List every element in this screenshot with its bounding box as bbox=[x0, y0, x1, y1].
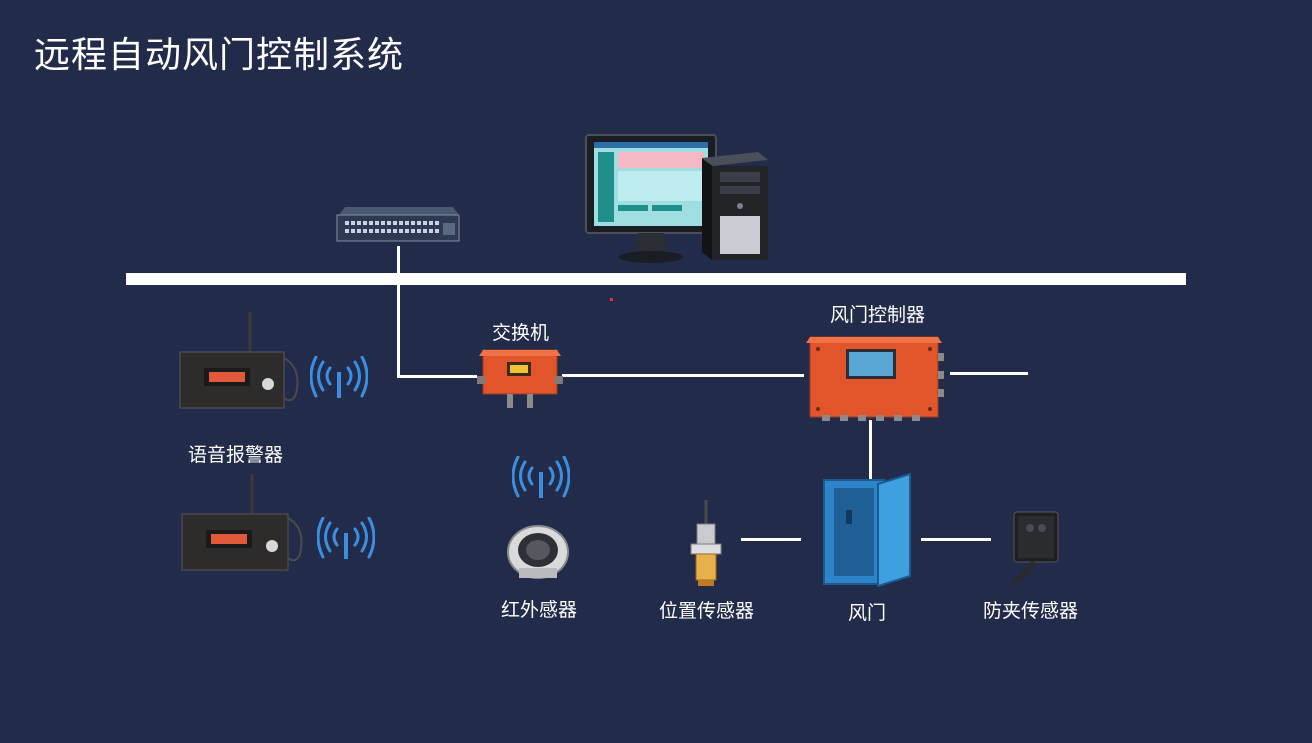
position-sensor-label: 位置传感器 bbox=[659, 600, 755, 622]
computer-monitor bbox=[584, 133, 718, 265]
air-door-device bbox=[818, 470, 914, 590]
voice-alarm-device-1 bbox=[178, 308, 308, 414]
controller-device bbox=[806, 331, 946, 423]
connector-controller-out bbox=[950, 372, 1028, 375]
page-title: 远程自动风门控制系统 bbox=[34, 35, 405, 76]
connector-network-switch-down bbox=[397, 246, 400, 378]
computer-tower bbox=[698, 150, 770, 262]
network-switch-device bbox=[335, 205, 461, 245]
air-door-label: 风门 bbox=[848, 602, 887, 624]
infrared-sensor-label: 红外感器 bbox=[501, 599, 578, 621]
wireless-icon bbox=[317, 517, 375, 563]
switch-device bbox=[477, 346, 563, 412]
connector-door-antipinch bbox=[921, 538, 991, 541]
red-dot bbox=[610, 298, 613, 301]
network-bus bbox=[126, 273, 1186, 285]
wireless-icon bbox=[512, 456, 570, 502]
voice-alarm-device-2 bbox=[180, 470, 310, 574]
switch-label: 交换机 bbox=[492, 322, 550, 344]
controller-label: 风门控制器 bbox=[830, 304, 926, 326]
connector-to-switch bbox=[397, 375, 477, 378]
infrared-sensor-device bbox=[503, 518, 573, 582]
anti-pinch-sensor-label: 防夹传感器 bbox=[983, 600, 1079, 622]
connector-controller-door bbox=[869, 420, 872, 482]
anti-pinch-sensor-device bbox=[1010, 506, 1064, 590]
wireless-icon bbox=[310, 356, 368, 402]
voice-alarm-label: 语音报警器 bbox=[188, 444, 284, 466]
connector-switch-controller bbox=[562, 374, 804, 377]
connector-position-door bbox=[741, 538, 801, 541]
position-sensor-device bbox=[686, 498, 726, 590]
